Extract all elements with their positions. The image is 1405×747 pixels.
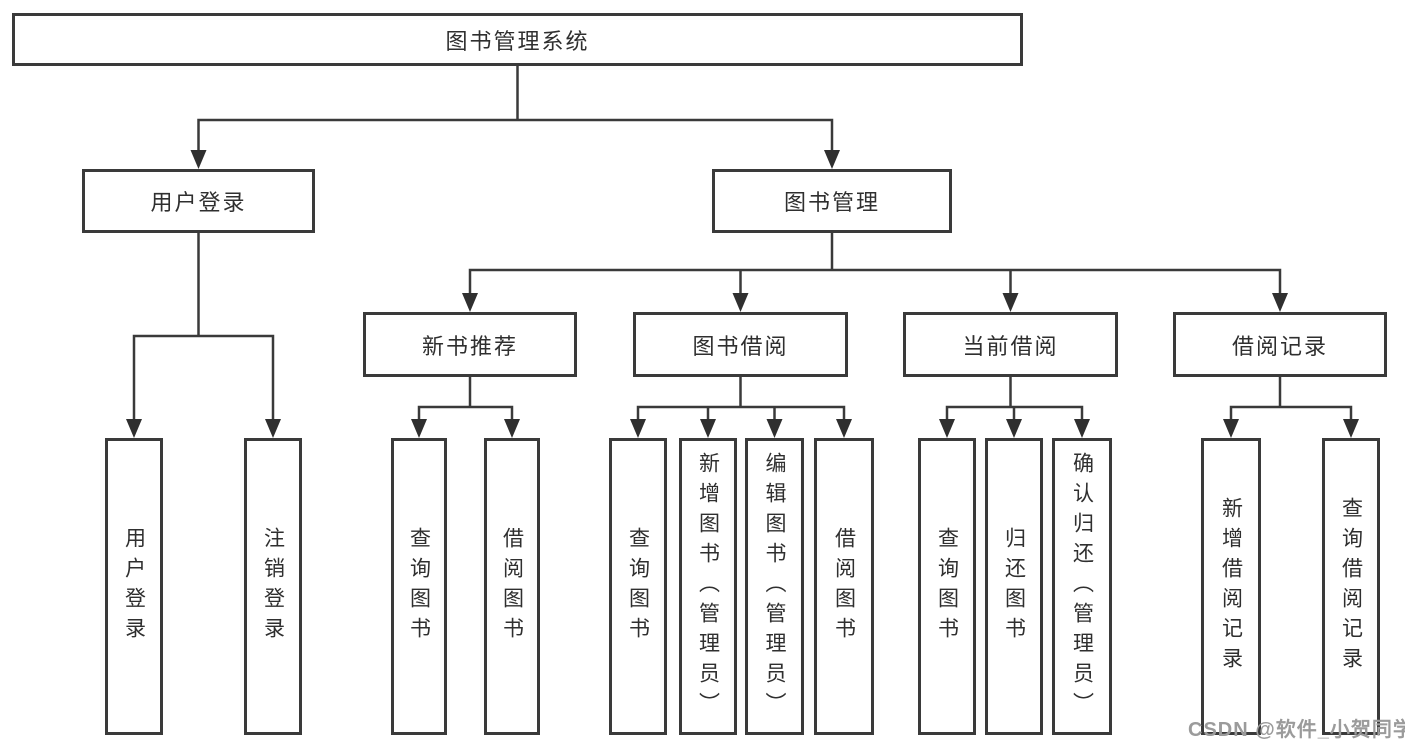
node-label: 图书管理系统: [445, 28, 590, 54]
csdn-watermark: CSDN @软件_小贺同学: [1188, 719, 1405, 741]
leaf-query-borrow-record: 查询借阅记录: [1322, 438, 1380, 735]
leaf-label: 确认归还（管理员）: [1070, 451, 1094, 722]
leaf-label: 借阅图书: [832, 526, 856, 647]
leaf-borrow-book: 借阅图书: [484, 438, 540, 735]
node-label: 图书管理: [783, 190, 880, 215]
leaf-label: 查询图书: [407, 526, 431, 647]
leaf-label: 新增借阅记录: [1219, 496, 1243, 677]
leaf-edit-book-admin: 编辑图书（管理员）: [745, 438, 804, 735]
leaf-user-login: 用户登录: [105, 438, 163, 735]
tree-edges: [132, 66, 1353, 421]
leaf-borrow-book: 借阅图书: [814, 438, 874, 735]
leaf-label: 查询图书: [935, 526, 959, 647]
node-book-borrow: 图书借阅: [633, 312, 848, 377]
leaf-label: 用户登录: [122, 526, 146, 647]
leaf-label: 新增图书（管理员）: [696, 451, 720, 722]
node-library-management-system: 图书管理系统: [12, 13, 1023, 66]
node-book-management: 图书管理: [712, 169, 952, 233]
node-label: 用户登录: [150, 190, 247, 215]
leaf-query-book: 查询图书: [609, 438, 667, 735]
node-new-book-recommend: 新书推荐: [363, 312, 577, 377]
leaf-confirm-return-admin: 确认归还（管理员）: [1052, 438, 1112, 735]
leaf-logout-login: 注销登录: [244, 438, 302, 735]
leaf-label: 归还图书: [1002, 526, 1026, 647]
node-label: 借阅记录: [1231, 333, 1328, 359]
leaf-label: 查询借阅记录: [1339, 496, 1363, 677]
node-label: 新书推荐: [421, 333, 518, 359]
node-borrow-record: 借阅记录: [1173, 312, 1387, 377]
leaf-label: 编辑图书（管理员）: [763, 451, 786, 722]
node-label: 图书借阅: [692, 333, 789, 359]
leaf-label: 查询图书: [626, 526, 650, 647]
arrowhead-icons: [126, 150, 1359, 438]
leaf-return-book: 归还图书: [985, 438, 1043, 735]
leaf-query-book: 查询图书: [391, 438, 447, 735]
leaf-label: 注销登录: [261, 526, 285, 647]
leaf-label: 借阅图书: [500, 526, 524, 647]
leaf-query-book: 查询图书: [918, 438, 976, 735]
leaf-add-borrow-record: 新增借阅记录: [1201, 438, 1261, 735]
node-user-login: 用户登录: [82, 169, 315, 233]
node-label: 当前借阅: [962, 333, 1059, 359]
leaf-add-book-admin: 新增图书（管理员）: [679, 438, 737, 735]
node-current-borrow: 当前借阅: [903, 312, 1118, 377]
